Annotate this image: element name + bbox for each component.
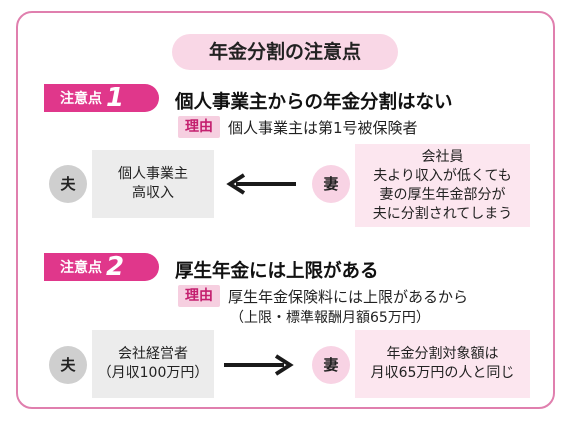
point-1-badge-label: 注意点 [60, 91, 102, 107]
point-2-wife-line-2: 月収65万円の人と同じ [370, 365, 515, 381]
point-1-arrow-left-icon [226, 173, 296, 195]
point-1-wife-line-2: 夫より収入が低くても [373, 167, 512, 184]
point-2-arrow-right-icon [224, 354, 294, 376]
point-1-husband-line-1: 個人事業主 [118, 166, 188, 182]
point-1-wife-line-3: 妻の厚生年金部分が [379, 186, 506, 203]
point-2-badge-number: 2 [106, 252, 125, 282]
point-1-badge: 注意点 1 [44, 83, 159, 113]
point-1-wife-line-4: 夫に分割されてしまう [372, 205, 513, 222]
point-2-husband-line-1: 会社経営者 [118, 346, 188, 362]
point-1-wife-line-1: 会社員 [421, 148, 464, 165]
point-1-badge-number: 1 [106, 83, 125, 113]
point-1-wife-circle: 妻 [312, 165, 350, 203]
point-1-reason-tag: 理由 [178, 116, 220, 138]
point-2-wife-box: 年金分割対象額は 月収65万円の人と同じ [355, 330, 530, 398]
point-2-husband-circle: 夫 [49, 346, 87, 384]
point-1-reason-text: 個人事業主は第1号被保険者 [228, 119, 418, 137]
point-2-husband-line-2: （月収100万円） [97, 365, 209, 381]
point-1-wife-box: 会社員 夫より収入が低くても 妻の厚生年金部分が 夫に分割されてしまう [355, 144, 530, 227]
point-1-husband-circle: 夫 [49, 165, 87, 203]
point-2-heading: 厚生年金には上限がある [175, 261, 379, 282]
point-2-badge: 注意点 2 [44, 252, 159, 282]
page-title: 年金分割の注意点 [172, 34, 398, 70]
point-1-husband-line-2: 高収入 [132, 185, 174, 201]
point-1-heading: 個人事業主からの年金分割はない [175, 92, 453, 113]
point-2-reason-tag: 理由 [178, 285, 220, 307]
point-2-wife-line-1: 年金分割対象額は [386, 346, 499, 362]
point-2-wife-circle: 妻 [312, 346, 350, 384]
point-2-reason-note: （上限・標準報酬月額65万円） [230, 310, 430, 326]
point-2-reason-text: 厚生年金保険料には上限があるから [228, 288, 469, 306]
point-1-husband-box: 個人事業主 高収入 [92, 150, 214, 218]
point-2-badge-label: 注意点 [60, 260, 102, 276]
point-2-husband-box: 会社経営者 （月収100万円） [92, 330, 214, 398]
